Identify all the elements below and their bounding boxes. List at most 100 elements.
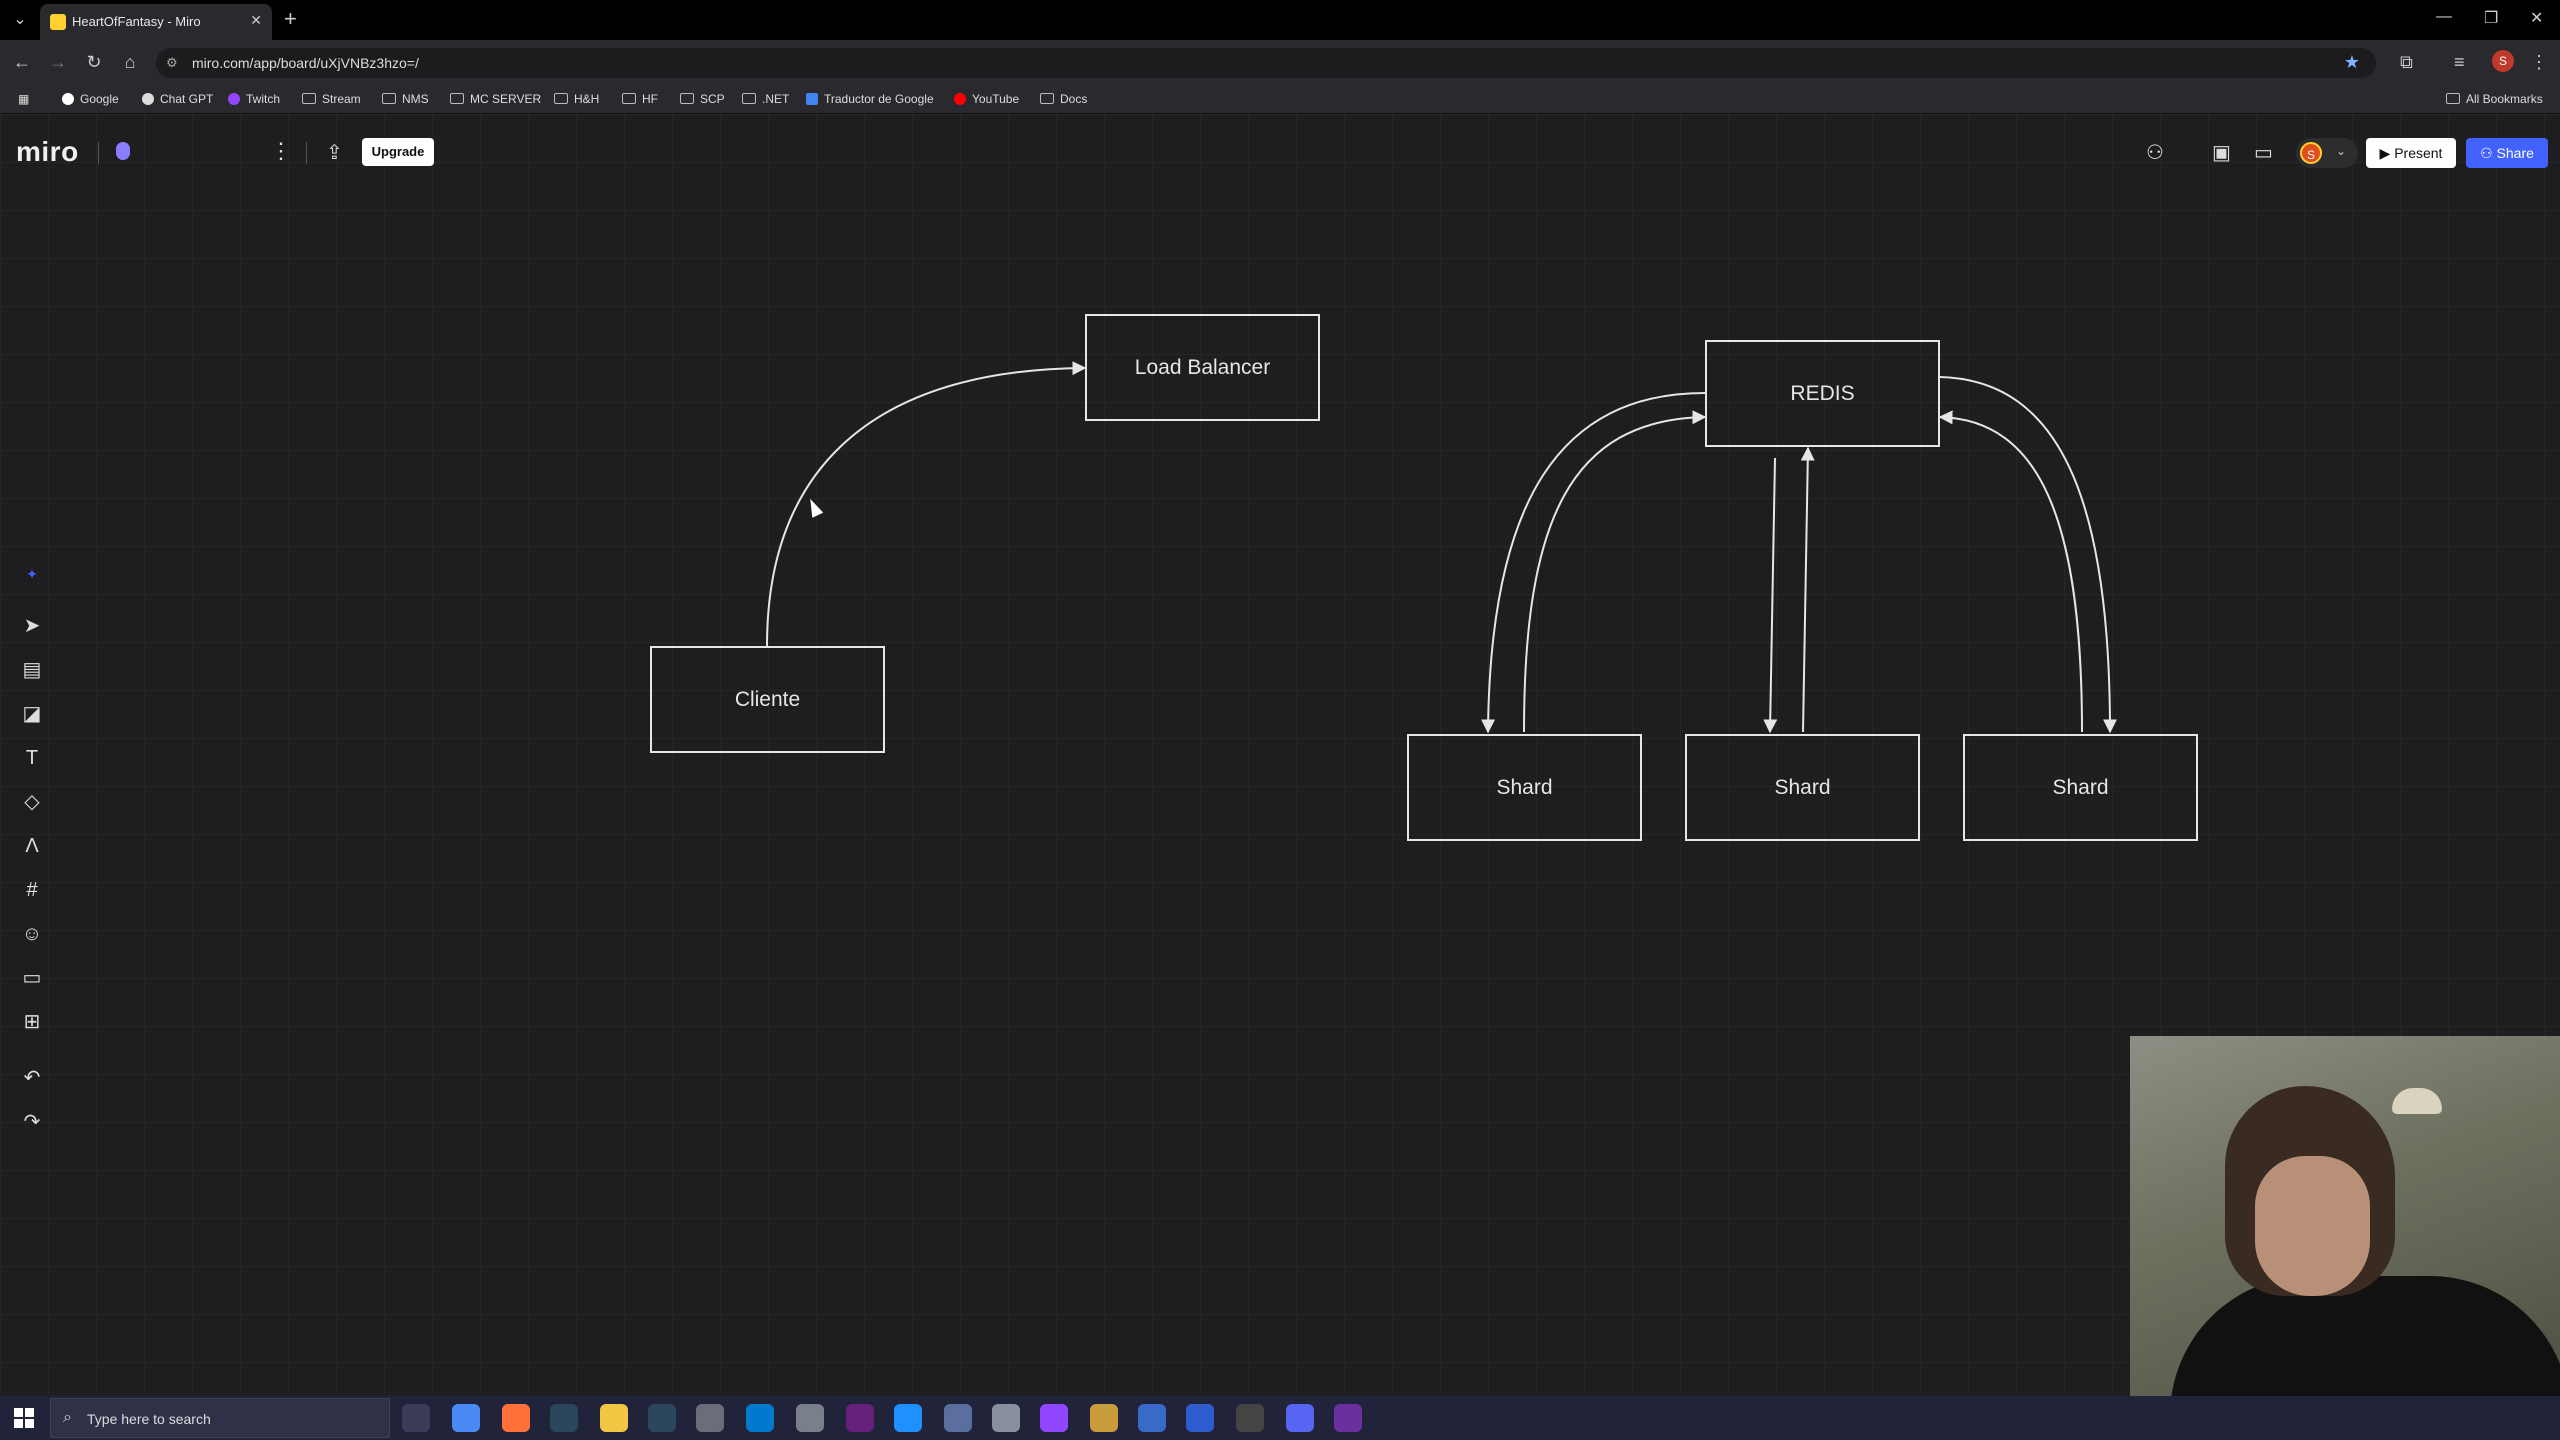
shard-box-3[interactable]: Shard — [1963, 734, 2198, 841]
share-button[interactable]: ⚇ Share — [2466, 138, 2548, 168]
templates-icon[interactable]: ▤ — [22, 659, 42, 681]
translate-icon — [806, 93, 818, 105]
lamp-shape — [2392, 1088, 2442, 1114]
load-balancer-box[interactable]: Load Balancer — [1085, 314, 1320, 421]
connector-shard1-redis[interactable] — [1523, 410, 1707, 733]
connector-shard2-redis[interactable] — [1800, 446, 1815, 733]
profile-avatar[interactable]: S — [2492, 50, 2514, 72]
app-icon[interactable] — [796, 1404, 824, 1432]
steam-alt-icon[interactable] — [648, 1404, 676, 1432]
bookmark-google[interactable]: Google — [62, 92, 119, 106]
board-menu-icon[interactable]: ⋮ — [270, 138, 292, 163]
menu-icon[interactable]: ⋮ — [2530, 52, 2548, 72]
chat-icon[interactable]: ▣ — [2212, 142, 2231, 164]
bookmark-stream[interactable]: Stream — [302, 92, 361, 106]
connector-redis-shard2[interactable] — [1763, 457, 1778, 734]
minimize-icon[interactable]: — — [2436, 8, 2452, 25]
file-explorer-icon[interactable] — [600, 1404, 628, 1432]
extensions-icon[interactable]: ⧉ — [2400, 52, 2413, 72]
app-icon[interactable] — [944, 1404, 972, 1432]
frame-icon[interactable]: # — [26, 879, 38, 901]
all-bookmarks[interactable]: All Bookmarks — [2446, 92, 2543, 106]
folder-icon — [680, 93, 694, 104]
new-tab-icon[interactable]: + — [284, 6, 297, 31]
twitch-app-icon[interactable] — [1040, 1404, 1068, 1432]
text-tool-icon[interactable]: T — [25, 747, 39, 769]
tab-search-icon[interactable]: ⌄ — [13, 11, 27, 28]
sticker-icon[interactable]: ☺ — [21, 923, 43, 945]
connector-shard3-redis[interactable] — [1938, 410, 2083, 733]
miro-logo[interactable]: miro — [16, 136, 79, 167]
redis-box[interactable]: REDIS — [1705, 340, 1940, 447]
video-icon[interactable]: ▭ — [2254, 142, 2273, 164]
select-tool-icon[interactable]: ➤ — [23, 615, 41, 637]
pen-icon[interactable]: Λ — [25, 835, 39, 857]
export-icon[interactable]: ⇪ — [326, 142, 343, 164]
ai-sparkle-icon[interactable]: ✦ — [26, 566, 38, 582]
shard-box-1[interactable]: Shard — [1407, 734, 1642, 841]
redo-icon[interactable]: ↷ — [23, 1111, 41, 1133]
site-info-icon[interactable]: ⚙ — [166, 55, 178, 70]
bookmark-chatgpt[interactable]: Chat GPT — [142, 92, 213, 106]
vscode-icon[interactable] — [746, 1404, 774, 1432]
bookmark-star-icon[interactable]: ★ — [2343, 52, 2360, 72]
app-icon[interactable] — [1236, 1404, 1264, 1432]
media-control-icon[interactable]: ≡ — [2454, 52, 2465, 72]
app-icon[interactable] — [1186, 1404, 1214, 1432]
app-icon[interactable] — [1090, 1404, 1118, 1432]
apps-icon[interactable]: ▦ — [18, 92, 30, 106]
bookmark-translate[interactable]: Traductor de Google — [806, 92, 934, 106]
more-tools-icon[interactable]: ⊞ — [23, 1011, 41, 1033]
bookmark-hh[interactable]: H&H — [554, 92, 599, 106]
close-tab-icon[interactable]: ✕ — [250, 12, 262, 28]
app-icon[interactable] — [894, 1404, 922, 1432]
steam-icon[interactable] — [550, 1404, 578, 1432]
webcam-overlay — [2130, 1036, 2560, 1440]
discord-icon[interactable] — [1286, 1404, 1314, 1432]
cliente-box[interactable]: Cliente — [650, 646, 885, 753]
bookmark-youtube[interactable]: YouTube — [954, 92, 1019, 106]
bookmark-hf[interactable]: HF — [622, 92, 658, 106]
present-button[interactable]: ▶ Present — [2366, 138, 2456, 168]
visual-studio-icon[interactable] — [846, 1404, 874, 1432]
chrome-icon[interactable] — [452, 1404, 480, 1432]
reactions-icon[interactable]: ⚇ — [2146, 142, 2164, 164]
back-icon[interactable]: ← — [13, 52, 31, 72]
task-view-icon[interactable] — [402, 1404, 430, 1432]
present-label: Present — [2394, 145, 2443, 161]
shapes-icon[interactable]: ◇ — [24, 791, 40, 813]
sticky-note-icon[interactable]: ◪ — [22, 703, 42, 725]
powershell-icon[interactable] — [1138, 1404, 1166, 1432]
reload-icon[interactable]: ↻ — [86, 52, 102, 72]
firefox-icon[interactable] — [502, 1404, 530, 1432]
app-icon[interactable] — [696, 1404, 724, 1432]
windows-start-icon[interactable] — [14, 1408, 34, 1428]
bookmark-scp[interactable]: SCP — [680, 92, 725, 106]
shard-box-2[interactable]: Shard — [1685, 734, 1920, 841]
browser-tab[interactable]: HeartOfFantasy - Miro ✕ — [40, 4, 272, 40]
upgrade-button[interactable]: Upgrade — [362, 138, 434, 166]
board-icon[interactable] — [116, 142, 130, 160]
comment-icon[interactable]: ▭ — [22, 967, 42, 989]
bookmark-dotnet[interactable]: .NET — [742, 92, 789, 106]
bookmark-twitch[interactable]: Twitch — [228, 92, 280, 106]
app-icon[interactable] — [992, 1404, 1020, 1432]
connector-redis-shard1[interactable] — [1481, 392, 1706, 734]
bookmark-mc-server[interactable]: MC SERVER — [450, 92, 541, 106]
app-icon[interactable] — [1334, 1404, 1362, 1432]
url-field[interactable]: ⚙ miro.com/app/board/uXjVNBz3hzo=/ ★ — [156, 48, 2376, 78]
close-window-icon[interactable]: ✕ — [2530, 10, 2544, 27]
taskbar-search[interactable]: ⌕ Type here to search — [50, 1398, 390, 1438]
bookmark-docs[interactable]: Docs — [1040, 92, 1087, 106]
undo-icon[interactable]: ↶ — [23, 1067, 41, 1089]
forward-icon[interactable]: → — [49, 52, 67, 72]
folder-icon — [450, 93, 464, 104]
restore-icon[interactable]: ❐ — [2484, 10, 2499, 27]
collaborators[interactable]: S ⌄ — [2296, 138, 2358, 168]
bookmarks-bar: ▦ Google Chat GPT Twitch Stream NMS MC S… — [0, 86, 2560, 114]
connector-cliente-loadbalancer[interactable] — [766, 361, 1087, 647]
connector-redis-shard3[interactable] — [1939, 376, 2117, 734]
play-icon: ▶ — [2379, 145, 2395, 161]
home-icon[interactable]: ⌂ — [124, 52, 136, 72]
bookmark-nms[interactable]: NMS — [382, 92, 429, 106]
